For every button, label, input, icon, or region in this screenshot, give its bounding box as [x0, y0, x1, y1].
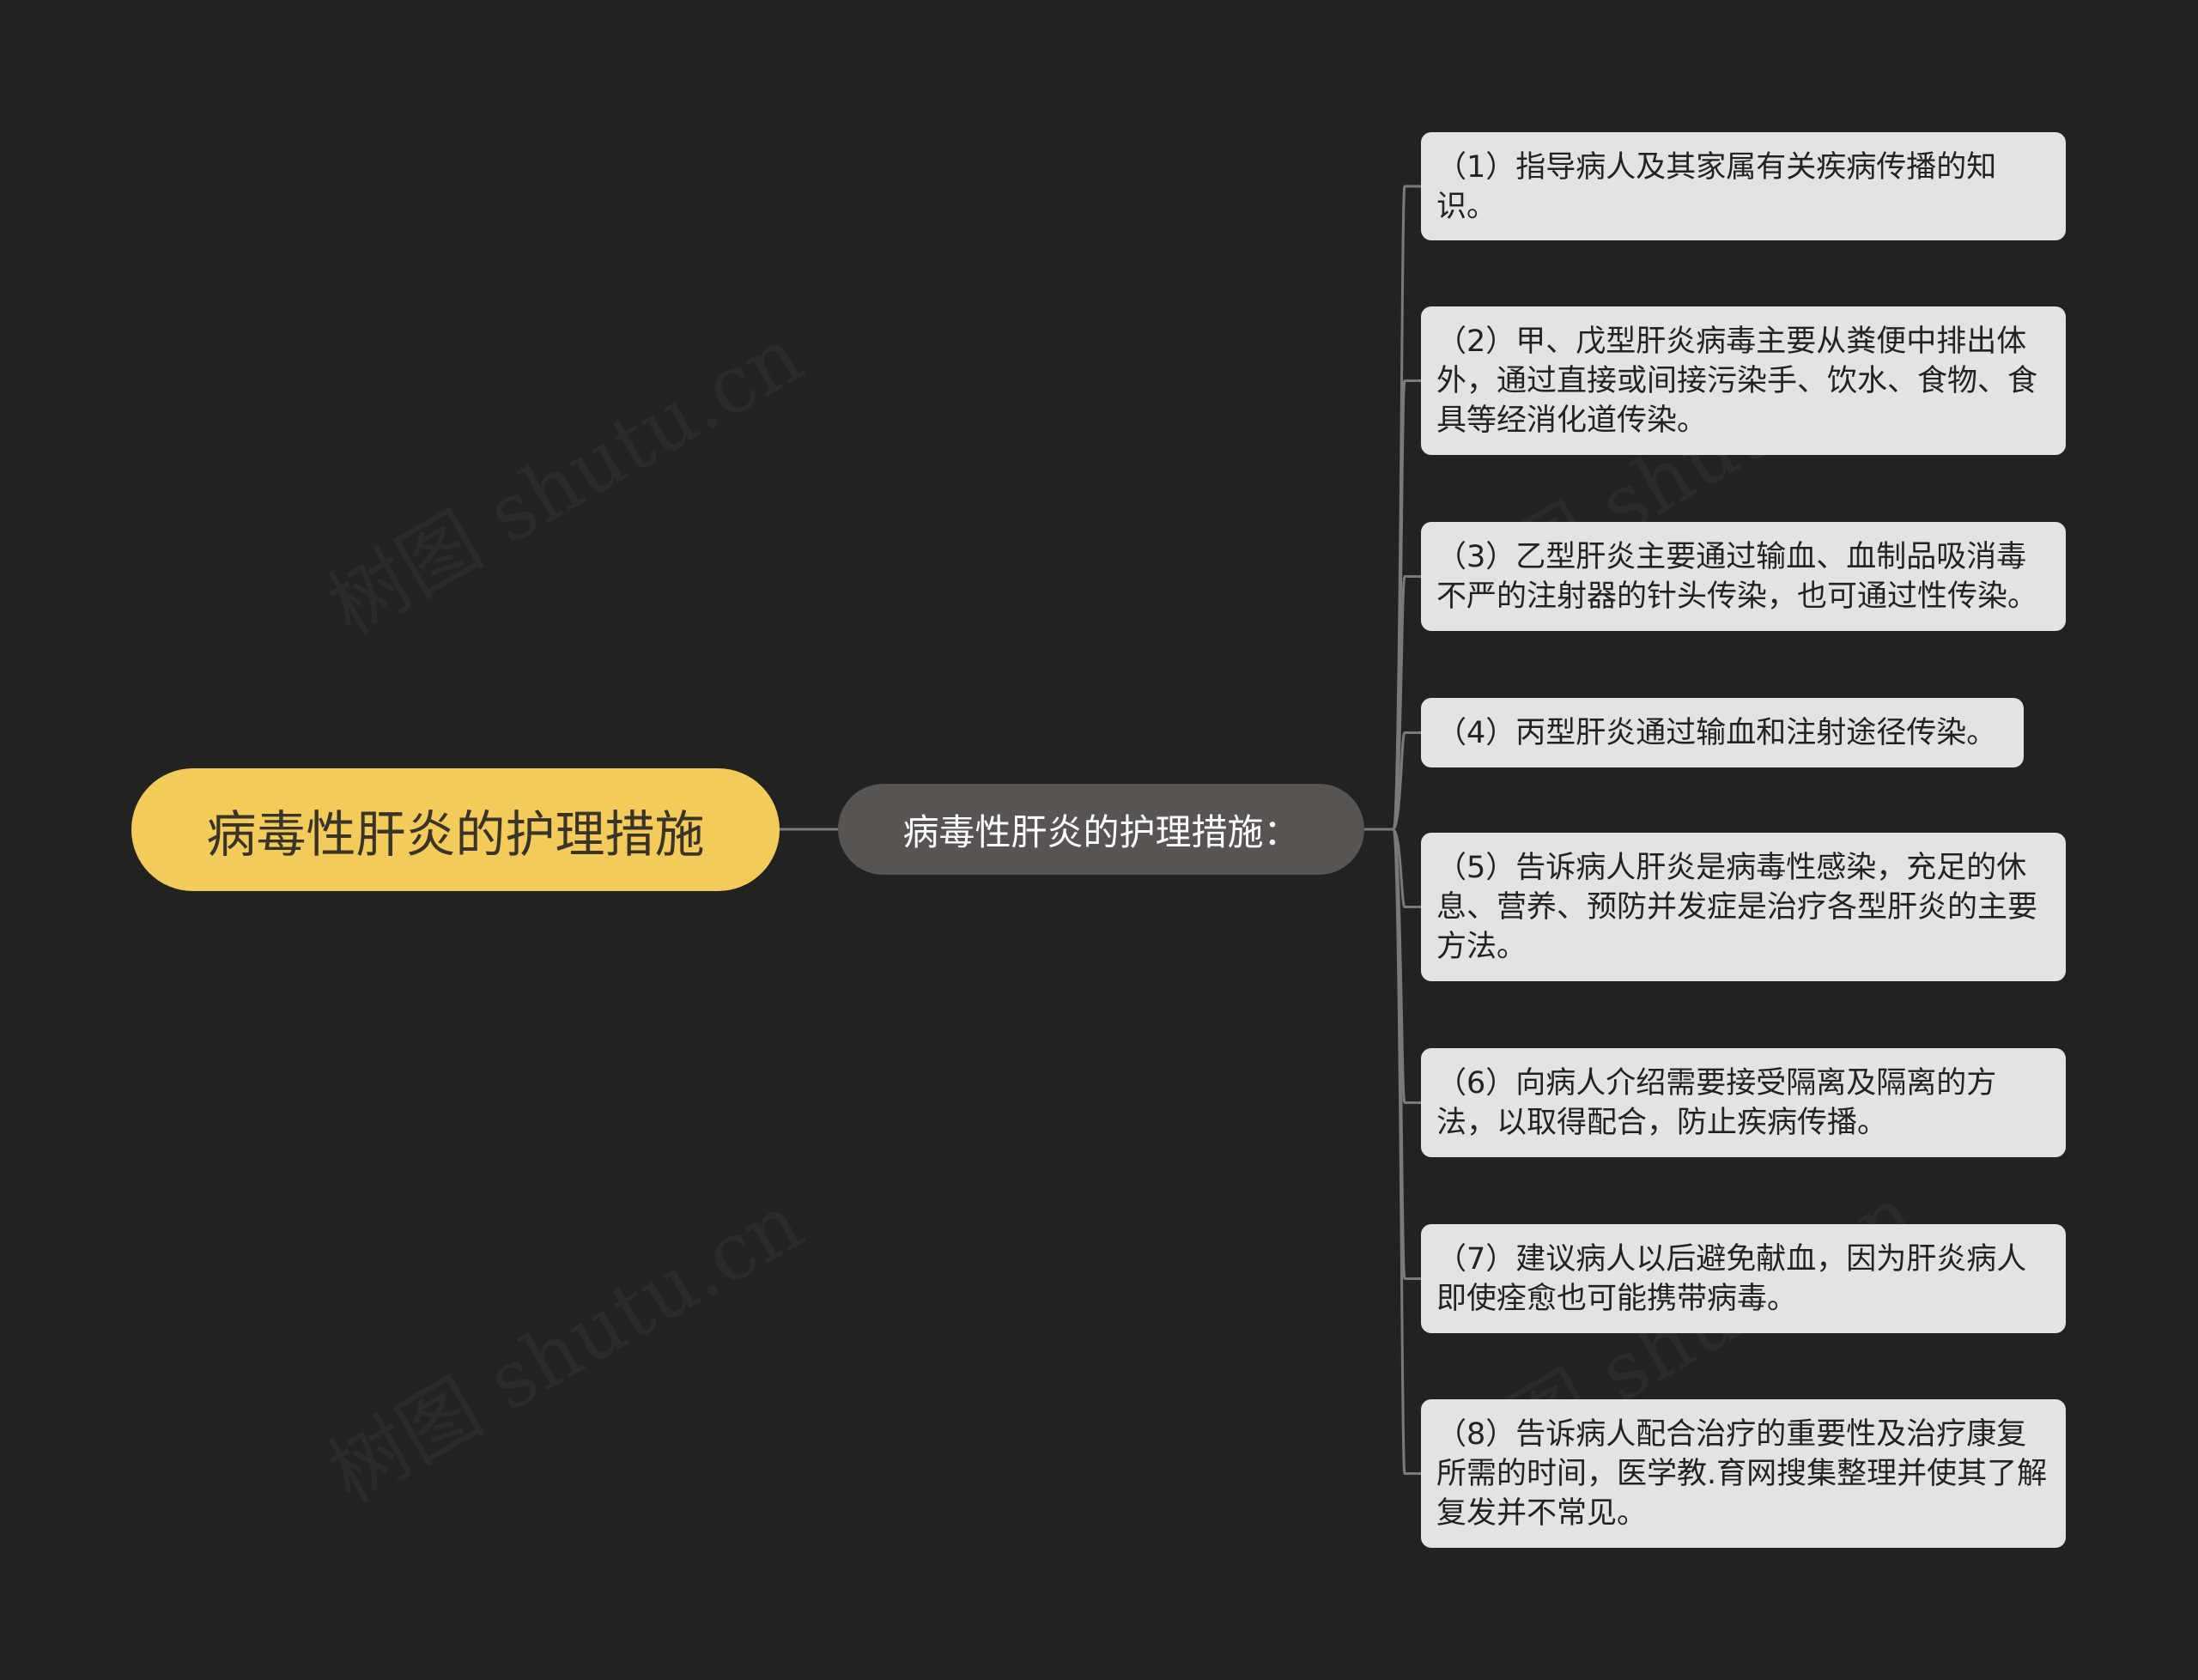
- leaf-connector-2: [1391, 379, 1421, 831]
- root-topic-label: 病毒性肝炎的护理措施: [206, 804, 705, 864]
- leaf-node-6[interactable]: （6）向病人介绍需要接受隔离及隔离的方法，以取得配合，防止疾病传播。: [1421, 1048, 2066, 1157]
- leaf-node-text: （5）告诉病人肝炎是病毒性感染，充足的休息、营养、预防并发症是治疗各型肝炎的主要…: [1436, 851, 2038, 964]
- leaf-node-2[interactable]: （2）甲、戊型肝炎病毒主要从粪便中排出体外，通过直接或间接污染手、饮水、食物、食…: [1421, 306, 2066, 455]
- leaf-node-7[interactable]: （7）建议病人以后避免献血，因为肝炎病人即使痊愈也可能携带病毒。: [1421, 1224, 2066, 1333]
- branch-topic-node[interactable]: 病毒性肝炎的护理措施：: [838, 784, 1364, 875]
- leaf-connector-3: [1391, 575, 1421, 831]
- leaf-node-text: （1）指导病人及其家属有关疾病传播的知识。: [1436, 150, 1997, 224]
- leaf-connector-5: [1391, 828, 1421, 908]
- branch-topic-label: 病毒性肝炎的护理措施：: [902, 810, 1300, 853]
- leaf-node-text: （6）向病人介绍需要接受隔离及隔离的方法，以取得配合，防止疾病传播。: [1436, 1066, 1997, 1140]
- leaf-node-text: （7）建议病人以后避免献血，因为肝炎病人即使痊愈也可能携带病毒。: [1436, 1242, 2027, 1316]
- leaf-node-text: （3）乙型肝炎主要通过输血、血制品吸消毒不严的注射器的针头传染，也可通过性传染。: [1436, 540, 2038, 614]
- leaf-node-text: （8）告诉病人配合治疗的重要性及治疗康复所需的时间，医学教.育网搜集整理并使其了…: [1436, 1417, 2048, 1531]
- root-topic-node[interactable]: 病毒性肝炎的护理措施: [131, 768, 780, 891]
- leaf-node-8[interactable]: （8）告诉病人配合治疗的重要性及治疗康复所需的时间，医学教.育网搜集整理并使其了…: [1421, 1399, 2066, 1548]
- leaf-node-4[interactable]: （4）丙型肝炎通过输血和注射途径传染。: [1421, 698, 2024, 767]
- leaf-connectors: [1391, 185, 1421, 1475]
- leaf-connector-8: [1391, 828, 1421, 1475]
- leaf-node-1[interactable]: （1）指导病人及其家属有关疾病传播的知识。: [1421, 132, 2066, 240]
- leaf-node-5[interactable]: （5）告诉病人肝炎是病毒性感染，充足的休息、营养、预防并发症是治疗各型肝炎的主要…: [1421, 833, 2066, 981]
- leaf-connector-4: [1391, 731, 1421, 831]
- leaf-node-text: （2）甲、戊型肝炎病毒主要从粪便中排出体外，通过直接或间接污染手、饮水、食物、食…: [1436, 324, 2038, 438]
- leaf-node-3[interactable]: （3）乙型肝炎主要通过输血、血制品吸消毒不严的注射器的针头传染，也可通过性传染。: [1421, 522, 2066, 631]
- leaf-node-text: （4）丙型肝炎通过输血和注射途径传染。: [1436, 716, 1997, 750]
